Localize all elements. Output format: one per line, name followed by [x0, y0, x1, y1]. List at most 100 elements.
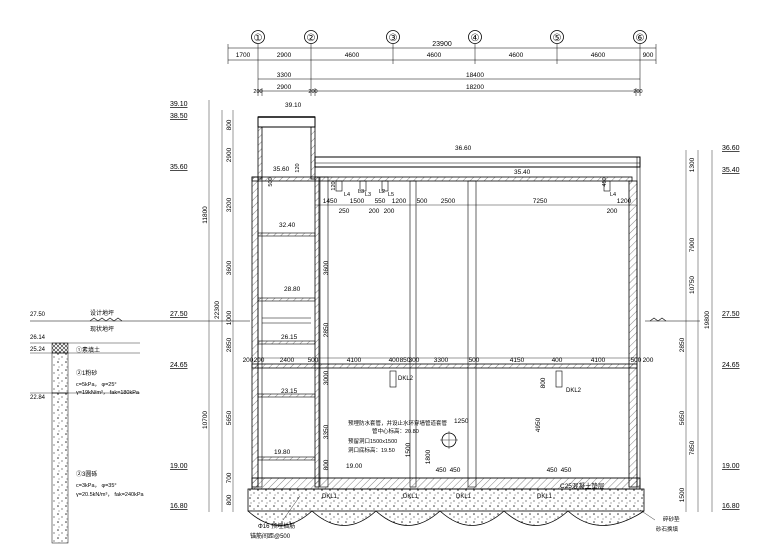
svg-text:200: 200 — [633, 89, 642, 95]
svg-text:DKL1: DKL1 — [537, 494, 553, 500]
svg-text:500: 500 — [308, 357, 319, 364]
svg-text:②3圆砾: ②3圆砾 — [76, 470, 97, 478]
svg-text:4600: 4600 — [345, 52, 360, 59]
svg-text:3600: 3600 — [323, 260, 330, 275]
svg-text:c=5kPa， φ=25°: c=5kPa， φ=25° — [76, 382, 117, 388]
svg-text:1500: 1500 — [405, 442, 412, 457]
svg-text:5650: 5650 — [679, 410, 686, 425]
svg-text:22300: 22300 — [214, 301, 221, 319]
svg-text:γ=19kN/m³， fak=180kPa: γ=19kN/m³， fak=180kPa — [76, 390, 140, 396]
svg-text:200: 200 — [308, 89, 317, 95]
svg-text:39.10: 39.10 — [285, 102, 302, 109]
right-dimension-text: 1300 7900 2850 5650 7850 1500 10750 1980… — [679, 157, 711, 502]
top-dimensions — [227, 44, 657, 96]
existing-ground-label: 现状地坪 — [90, 325, 114, 333]
pipe-dim: 1250 — [454, 418, 469, 425]
svg-text:L5: L5 — [388, 192, 394, 198]
svg-text:2850: 2850 — [679, 337, 686, 352]
svg-text:10700: 10700 — [202, 411, 209, 429]
svg-text:19800: 19800 — [704, 311, 711, 329]
svg-text:200: 200 — [369, 208, 380, 215]
svg-text:3350: 3350 — [323, 424, 330, 439]
svg-text:1500: 1500 — [679, 487, 686, 502]
svg-text:4600: 4600 — [427, 52, 442, 59]
rebar-note: Φ16 预埋插筋 — [258, 522, 295, 530]
left-dimension-text: 800 2900 3200 3600 1000 2850 5650 700 80… — [202, 119, 233, 505]
svg-text:200: 200 — [243, 357, 254, 364]
axis-3-marker: ③ — [386, 30, 400, 44]
soil-labels: 27.50 26.14 25.24 22.84 ①素填土 ②1粉砂 c=5kPa… — [30, 312, 145, 498]
svg-text:500: 500 — [631, 357, 642, 364]
ground-line — [30, 317, 700, 322]
svg-text:7900: 7900 — [689, 237, 696, 252]
svg-text:1500: 1500 — [350, 198, 365, 205]
svg-text:4150: 4150 — [510, 357, 525, 364]
svg-text:400: 400 — [552, 357, 563, 364]
left-elevations: 39.10 38.50 35.60 27.50 24.65 19.00 16.8… — [170, 101, 188, 510]
svg-text:19.00: 19.00 — [346, 463, 363, 470]
svg-text:18200: 18200 — [466, 84, 484, 91]
svg-text:500: 500 — [268, 177, 274, 186]
svg-text:2850: 2850 — [226, 337, 233, 352]
svg-text:DKL1: DKL1 — [322, 494, 338, 500]
floor-dimension-text: 1450 1500 550 1200 500 2500 7250 1200 25… — [323, 198, 632, 215]
dkl2-right-label: DKL2 — [566, 388, 582, 394]
svg-text:19.00: 19.00 — [170, 463, 188, 470]
pipe-note: 预埋防水套管，并设止水环穿墙管道套管 — [348, 419, 448, 427]
svg-text:2900: 2900 — [277, 52, 292, 59]
svg-text:200: 200 — [607, 208, 618, 215]
svg-text:4950: 4950 — [535, 417, 542, 432]
axis-markers: ① ② ③ ④ ⑤ ⑥ — [251, 30, 647, 44]
inner-elevations: 39.10 36.60 35.60 35.40 32.40 28.80 26.1… — [273, 102, 531, 470]
svg-text:16.80: 16.80 — [722, 503, 740, 510]
svg-text:4100: 4100 — [347, 357, 362, 364]
svg-text:38.50: 38.50 — [170, 113, 188, 120]
axis-6-marker: ⑥ — [633, 30, 647, 44]
svg-text:27.50: 27.50 — [30, 312, 46, 318]
svg-text:2850: 2850 — [323, 322, 330, 337]
pipe-center-note: 管中心标高：20.80 — [372, 427, 419, 435]
svg-text:500: 500 — [417, 198, 428, 205]
svg-text:700: 700 — [226, 472, 233, 483]
svg-text:450: 450 — [561, 467, 572, 474]
svg-text:①: ① — [254, 33, 263, 44]
svg-text:900: 900 — [643, 52, 654, 59]
svg-text:3200: 3200 — [226, 197, 233, 212]
svg-text:L4: L4 — [344, 192, 350, 198]
svg-text:7850: 7850 — [689, 440, 696, 455]
svg-text:24.65: 24.65 — [170, 362, 188, 369]
concrete-note: C25混凝土垫层 — [560, 481, 605, 490]
anchor-note: 锚筋间距@500 — [250, 532, 291, 540]
svg-text:18400: 18400 — [466, 72, 484, 79]
svg-text:2400: 2400 — [280, 357, 295, 364]
svg-text:35.60: 35.60 — [170, 164, 188, 171]
svg-text:850: 850 — [400, 357, 411, 364]
svg-text:①素填土: ①素填土 — [76, 346, 100, 354]
svg-text:450: 450 — [436, 467, 447, 474]
mid-dimension-text: 200 200 2400 500 4100 400 850 300 3300 5… — [243, 357, 654, 364]
svg-text:4100: 4100 — [591, 357, 606, 364]
svg-text:c=3kPa， φ=35°: c=3kPa， φ=35° — [76, 483, 117, 489]
svg-text:3300: 3300 — [277, 72, 292, 79]
left-dimensions — [208, 100, 234, 512]
svg-text:35.60: 35.60 — [273, 166, 290, 173]
structure — [247, 116, 645, 526]
svg-text:4600: 4600 — [509, 52, 524, 59]
svg-text:DKL1: DKL1 — [403, 494, 419, 500]
svg-text:碎砂垫: 碎砂垫 — [663, 515, 680, 523]
svg-text:③: ③ — [389, 33, 398, 44]
svg-text:2900: 2900 — [226, 147, 233, 162]
right-dimensions — [685, 150, 713, 512]
svg-text:L3: L3 — [358, 189, 364, 195]
svg-text:550: 550 — [375, 198, 386, 205]
svg-text:27.50: 27.50 — [170, 311, 188, 318]
svg-text:1200: 1200 — [392, 198, 407, 205]
svg-text:22.84: 22.84 — [30, 395, 46, 401]
svg-text:450: 450 — [547, 467, 558, 474]
svg-text:3300: 3300 — [434, 357, 449, 364]
svg-text:23900: 23900 — [432, 41, 452, 48]
top-dimension-text: 23900 1700 2900 4600 4600 4600 4600 900 … — [236, 41, 654, 95]
svg-text:32.40: 32.40 — [279, 222, 296, 229]
svg-text:3000: 3000 — [323, 370, 330, 385]
